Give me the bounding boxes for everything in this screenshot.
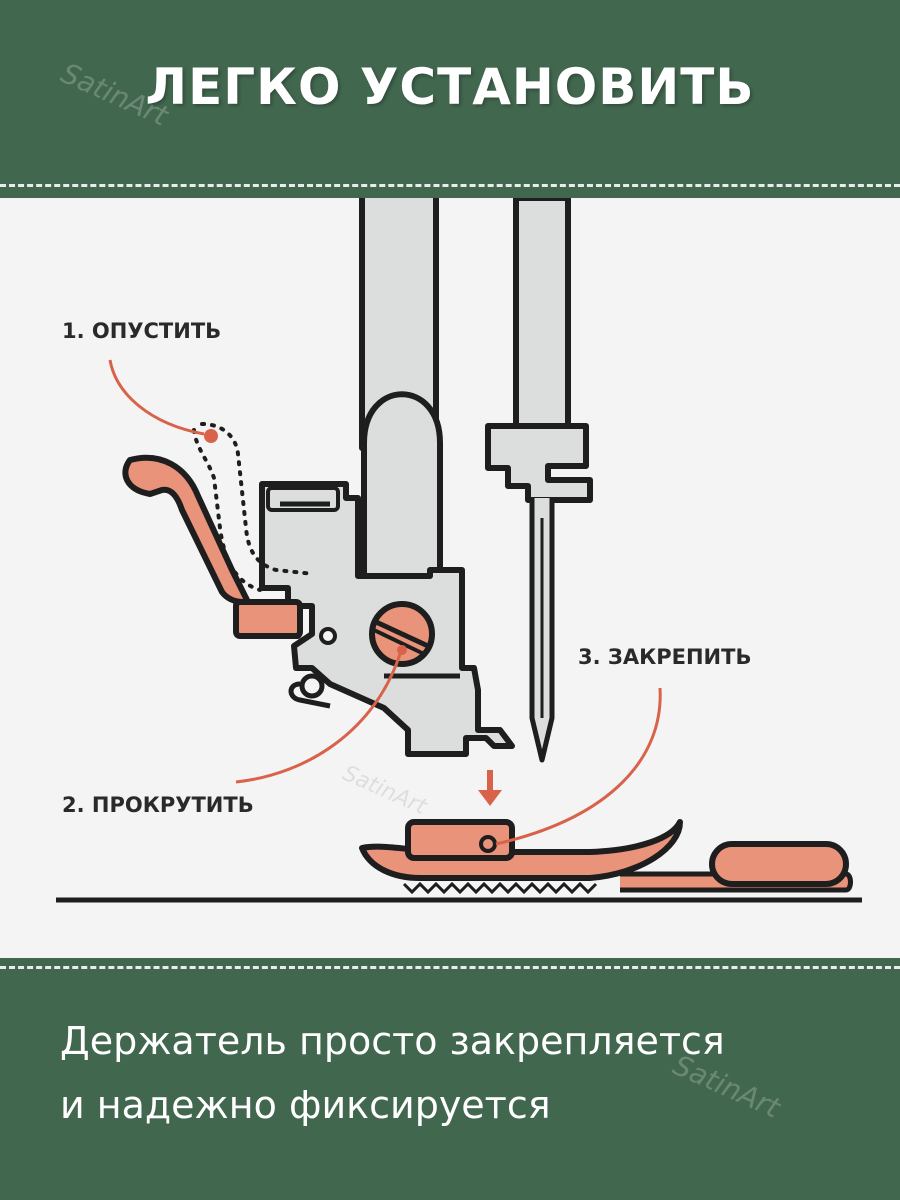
needle-bar — [485, 195, 593, 503]
step-label-2: 2. ПРОКРУТИТЬ — [62, 793, 254, 817]
header-stitch-divider — [0, 184, 900, 187]
callout-line-2 — [235, 653, 402, 784]
footer-stitch-divider — [0, 966, 900, 969]
step-label-1: 1. ОПУСТИТЬ — [62, 319, 221, 343]
caption-line-2: и надежно фиксируется — [60, 1083, 551, 1127]
caption-line-1: Держатель просто закрепляется — [60, 1019, 725, 1063]
callout-line-1 — [108, 359, 205, 436]
callout-line-3 — [495, 687, 662, 846]
footer-band — [0, 958, 900, 1200]
callout-lines — [108, 359, 662, 846]
lever — [122, 454, 303, 639]
page-title: ЛЕГКО УСТАНОВИТЬ — [145, 58, 755, 116]
down-arrow-icon — [478, 770, 502, 806]
header-band — [0, 0, 900, 198]
callout-dot-1 — [204, 429, 218, 443]
presser-foot — [359, 819, 853, 895]
presser-bar — [359, 198, 443, 593]
screw-icon — [369, 601, 435, 667]
lever-raised-outline — [192, 422, 316, 592]
needle — [529, 498, 555, 763]
diagram-svg: 1. ОПУСТИТЬ 2. ПРОКРУТИТЬ 3. ЗАКРЕПИТЬ — [56, 195, 862, 903]
step-label-3: 3. ЗАКРЕПИТЬ — [578, 645, 751, 669]
installation-diagram: 1. ОПУСТИТЬ 2. ПРОКРУТИТЬ 3. ЗАКРЕПИТЬ S… — [0, 195, 900, 958]
